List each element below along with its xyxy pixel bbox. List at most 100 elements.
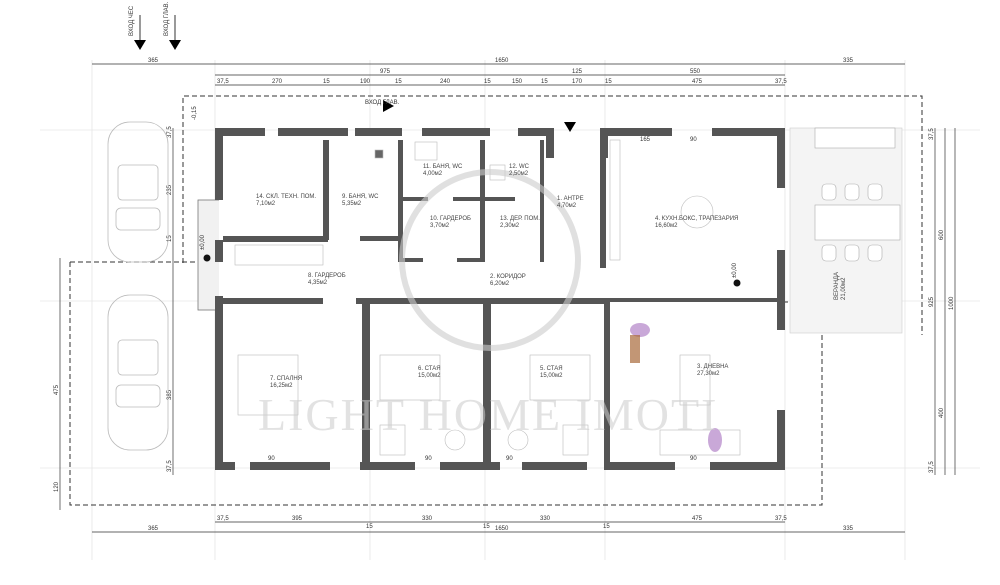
svg-text:15: 15: [605, 79, 612, 85]
dining-table: [814, 204, 901, 241]
svg-text:335: 335: [843, 526, 854, 532]
svg-text:4,70м2: 4,70м2: [557, 203, 577, 209]
veranda: ВЕРАНДА 21,00м2: [789, 127, 903, 334]
svg-text:170: 170: [572, 79, 583, 85]
svg-text:120: 120: [54, 481, 60, 492]
sofa: [659, 429, 741, 456]
svg-text:14. СКЛ. ТЕХН. ПОМ.: 14. СКЛ. ТЕХН. ПОМ.: [256, 194, 316, 200]
svg-text:15: 15: [541, 79, 548, 85]
svg-text:240: 240: [440, 79, 451, 85]
svg-text:330: 330: [540, 516, 551, 522]
opening-labels: 90 90 90 90 90 165: [268, 137, 697, 462]
svg-text:270: 270: [272, 79, 283, 85]
svg-text:15: 15: [484, 79, 491, 85]
svg-text:15,00м2: 15,00м2: [418, 373, 441, 379]
svg-text:37,5: 37,5: [167, 126, 173, 138]
svg-text:±0,00: ±0,00: [200, 234, 206, 250]
svg-text:475: 475: [692, 79, 703, 85]
svg-text:15: 15: [167, 235, 173, 242]
bed: [529, 354, 591, 401]
bed: [379, 354, 441, 401]
svg-text:ВХОД ЧЕС: ВХОД ЧЕС: [129, 5, 135, 36]
svg-text:12. WC: 12. WC: [509, 164, 530, 170]
arrow-down-icon: [134, 40, 146, 50]
svg-text:6. СТАЯ: 6. СТАЯ: [418, 366, 441, 372]
outdoor-kitchen-counter: [814, 127, 896, 149]
svg-text:90: 90: [690, 456, 697, 462]
svg-text:4. КУХН.БОКС, ТРАПЕЗАРИЯ: 4. КУХН.БОКС, ТРАПЕЗАРИЯ: [655, 216, 738, 222]
svg-text:4,00м2: 4,00м2: [423, 171, 443, 177]
svg-text:90: 90: [268, 456, 275, 462]
svg-text:190: 190: [360, 79, 371, 85]
dimensions: 365 1650 335 975 125 550 37,5 270 15 190…: [54, 58, 956, 533]
arrow-down-icon: [169, 40, 181, 50]
svg-text:395: 395: [292, 516, 303, 522]
level-marker-icon: [733, 279, 741, 287]
svg-text:2. КОРИДОР: 2. КОРИДОР: [490, 274, 526, 280]
svg-text:37,5: 37,5: [217, 79, 229, 85]
svg-text:37,5: 37,5: [775, 79, 787, 85]
bed: [237, 354, 299, 416]
svg-text:-0,15: -0,15: [192, 106, 198, 120]
svg-text:9. БАНЯ, WC: 9. БАНЯ, WC: [342, 194, 379, 200]
svg-text:37,5: 37,5: [929, 128, 935, 140]
svg-text:165: 165: [640, 137, 651, 143]
svg-text:4,35м2: 4,35м2: [308, 280, 328, 286]
svg-text:37,5: 37,5: [929, 461, 935, 473]
svg-text:2,50м2: 2,50м2: [509, 171, 529, 177]
svg-text:5,35м2: 5,35м2: [342, 201, 362, 207]
svg-text:±0,00: ±0,00: [732, 262, 738, 278]
svg-text:475: 475: [692, 516, 703, 522]
walls: [215, 128, 785, 470]
svg-text:90: 90: [425, 456, 432, 462]
svg-text:475: 475: [54, 384, 60, 395]
svg-text:15: 15: [603, 524, 610, 530]
svg-text:3. ДНЕВНА: 3. ДНЕВНА: [697, 364, 728, 370]
svg-text:90: 90: [506, 456, 513, 462]
svg-text:330: 330: [422, 516, 433, 522]
svg-text:150: 150: [512, 79, 523, 85]
svg-text:925: 925: [929, 296, 935, 307]
kitchen-counter: [609, 139, 621, 261]
room-tech-14: 14. СКЛ. ТЕХН. ПОМ.7,10м2: [256, 194, 316, 207]
svg-text:15,00м2: 15,00м2: [540, 373, 563, 379]
watermark: LIGHT HOME IMOTI: [258, 169, 716, 440]
svg-text:365: 365: [148, 58, 159, 64]
svg-text:1000: 1000: [949, 296, 955, 310]
svg-text:90: 90: [690, 137, 697, 143]
svg-text:10. ГАРДЕРОБ: 10. ГАРДЕРОБ: [430, 216, 471, 222]
veranda-area: 21,00м2: [841, 277, 847, 300]
svg-text:1. АНТРЕ: 1. АНТРЕ: [557, 196, 584, 202]
svg-text:235: 235: [167, 184, 173, 195]
svg-text:13. ДЕР. ПОМ.: 13. ДЕР. ПОМ.: [500, 216, 540, 222]
level-marker-icon: [203, 254, 211, 262]
svg-text:16,60м2: 16,60м2: [655, 223, 678, 229]
room-wc-12: 12. WC2,50м2: [509, 164, 530, 177]
svg-text:7,10м2: 7,10м2: [256, 201, 276, 207]
svg-text:37,5: 37,5: [775, 516, 787, 522]
svg-text:400: 400: [939, 407, 945, 418]
svg-text:15: 15: [323, 79, 330, 85]
room-bath-11: 11. БАНЯ, WC4,00м2: [423, 164, 463, 177]
furniture: [234, 139, 741, 456]
svg-text:2,30м2: 2,30м2: [500, 223, 520, 229]
svg-text:600: 600: [939, 229, 945, 240]
chairs: [821, 183, 883, 262]
svg-text:975: 975: [380, 69, 391, 75]
svg-text:1650: 1650: [495, 526, 509, 532]
svg-text:15: 15: [366, 524, 373, 530]
svg-text:5. СТАЯ: 5. СТАЯ: [540, 366, 563, 372]
svg-text:16,25м2: 16,25м2: [270, 383, 293, 389]
arrow-down-icon: [564, 122, 576, 132]
entrance-markers: ВХОД ЧЕС ВХОД ГЛАВ. ВХОД ГЛАВ.: [129, 1, 576, 132]
svg-text:27,30м2: 27,30м2: [697, 371, 720, 377]
